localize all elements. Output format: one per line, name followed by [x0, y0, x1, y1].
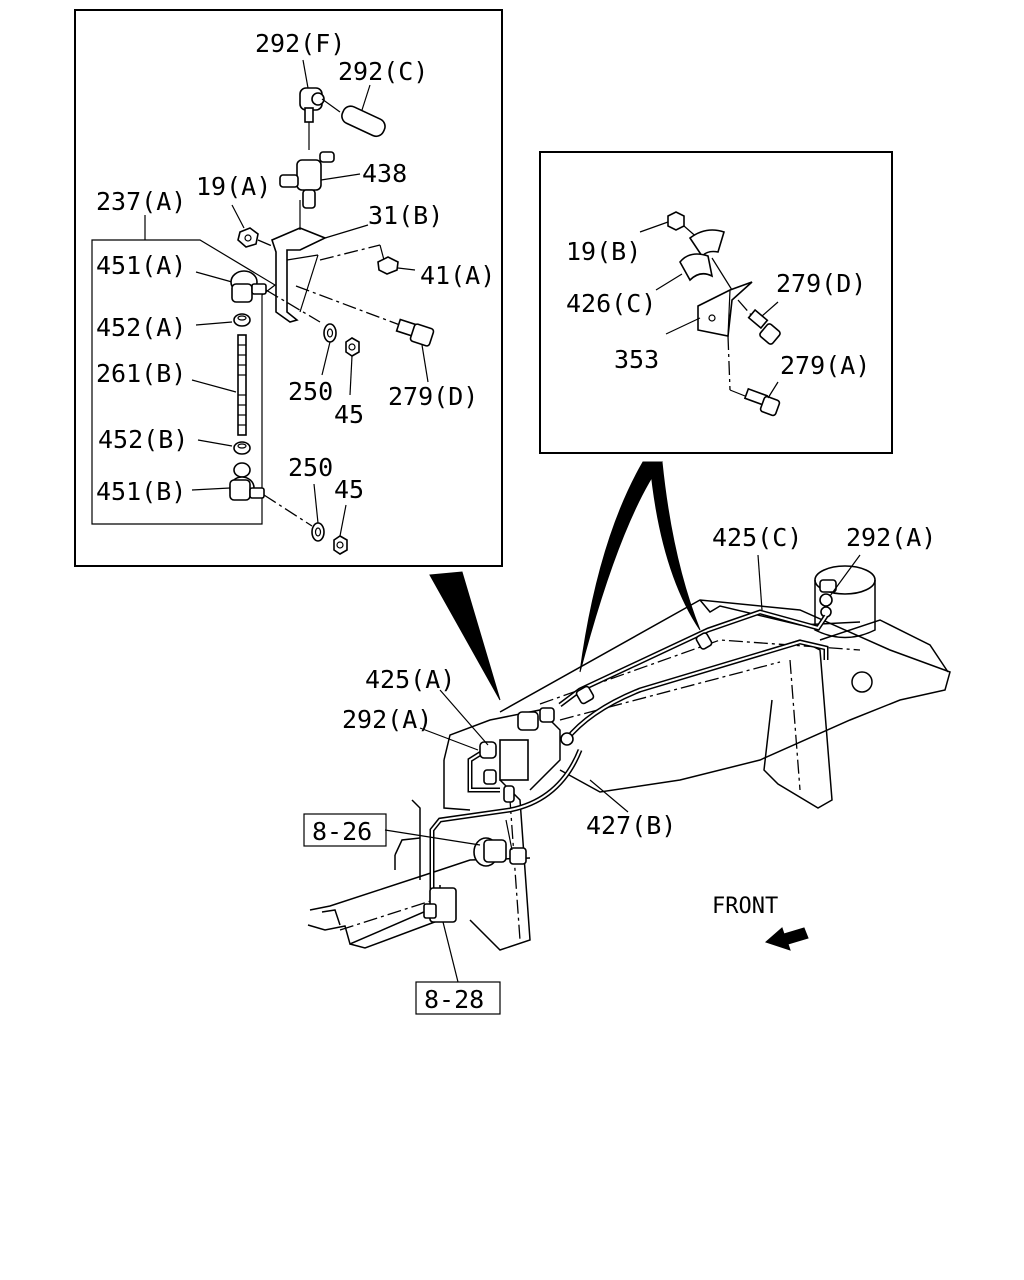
bolt-279d-right — [737, 299, 781, 345]
label-front: FRONT — [712, 894, 778, 919]
leader-425a — [439, 689, 489, 746]
leader-427b — [589, 779, 629, 813]
clamp-426c — [655, 229, 733, 291]
leader-292a-left — [419, 727, 479, 751]
label-237a: 237(A) — [96, 187, 186, 216]
label-292f: 292(F) — [255, 29, 345, 58]
washer-250-lower — [311, 483, 325, 542]
valve-assembly — [479, 632, 713, 803]
label-45-lower: 45 — [334, 475, 364, 504]
component-8-28 — [423, 887, 459, 983]
label-425a: 425(A) — [365, 665, 455, 694]
nut-45-lower — [333, 504, 348, 555]
label-452b: 452(B) — [98, 425, 188, 454]
label-19a: 19(A) — [196, 172, 271, 201]
label-353: 353 — [614, 345, 659, 374]
left-inset: 292(F) 292(C) 438 237(A) 19(A) 31(B) 451… — [74, 9, 503, 567]
nut-41a — [319, 244, 416, 275]
label-279a: 279(A) — [780, 351, 870, 380]
label-19b: 19(B) — [566, 237, 641, 266]
label-279d-left: 279(D) — [388, 382, 478, 411]
main-assembly: 425(C) 292(A) 425(A) 292(A) 8-26 427(B) … — [303, 523, 951, 1015]
air-tube-427b — [564, 639, 829, 742]
bracket-353 — [665, 281, 753, 397]
plug-292c — [321, 84, 386, 138]
ref-box-8-28 — [415, 981, 501, 1015]
label-292a-right: 292(A) — [846, 523, 936, 552]
elbow-fitting-292f — [299, 59, 325, 123]
fitting-451a — [195, 270, 321, 323]
label-292c: 292(C) — [338, 57, 428, 86]
washer-250-upper — [321, 323, 337, 376]
label-451b: 451(B) — [96, 477, 186, 506]
label-279d-right: 279(D) — [776, 269, 866, 298]
bolt-279a — [743, 381, 781, 417]
nut-19a — [231, 204, 273, 248]
nut-452a — [195, 313, 251, 327]
label-250-upper: 250 — [288, 377, 333, 406]
air-tube-425c — [558, 609, 829, 707]
reservoir-tank — [814, 565, 876, 639]
callout-wedge-right-b — [649, 461, 701, 631]
callout-wedges — [429, 461, 701, 701]
nut-19b — [639, 211, 701, 241]
component-8-26 — [473, 819, 527, 867]
label-292a-left: 292(A) — [342, 705, 432, 734]
nut-452b — [197, 439, 251, 455]
nut-45-upper — [345, 337, 360, 396]
label-426c: 426(C) — [566, 289, 656, 318]
label-451a: 451(A) — [96, 251, 186, 280]
label-250-lower: 250 — [288, 453, 333, 482]
label-452a: 452(A) — [96, 313, 186, 342]
left-inset-subframe — [91, 239, 277, 525]
left-inset-frame — [74, 9, 503, 567]
label-438: 438 — [362, 159, 407, 188]
chassis-frame — [307, 599, 951, 951]
leader-292a-right — [829, 554, 861, 597]
label-8-28: 8-28 — [424, 985, 484, 1014]
label-8-26: 8-26 — [312, 817, 372, 846]
air-tube-425a — [467, 747, 500, 793]
label-261b: 261(B) — [96, 359, 186, 388]
callout-wedge-right-a — [579, 461, 663, 673]
fitting-451b — [191, 462, 313, 527]
label-41a: 41(A) — [420, 261, 495, 290]
front-arrow-icon — [765, 927, 809, 951]
callout-wedge-left — [429, 571, 501, 701]
label-31b: 31(B) — [368, 201, 443, 230]
tee-fitting-438 — [279, 122, 361, 209]
threaded-rod-261b — [191, 334, 247, 436]
label-45-upper: 45 — [334, 400, 364, 429]
label-425c: 425(C) — [712, 523, 802, 552]
leader-8-26 — [384, 829, 481, 846]
ref-box-8-26 — [303, 813, 387, 847]
leader-425c — [757, 554, 763, 611]
bolt-279d-left — [295, 285, 435, 383]
bracket-31b — [271, 200, 369, 323]
air-tube-lower — [429, 749, 583, 900]
label-427b: 427(B) — [586, 811, 676, 840]
right-inset-frame — [539, 151, 893, 454]
right-inset: 19(B) 426(C) 279(D) 353 279(A) — [539, 151, 893, 454]
